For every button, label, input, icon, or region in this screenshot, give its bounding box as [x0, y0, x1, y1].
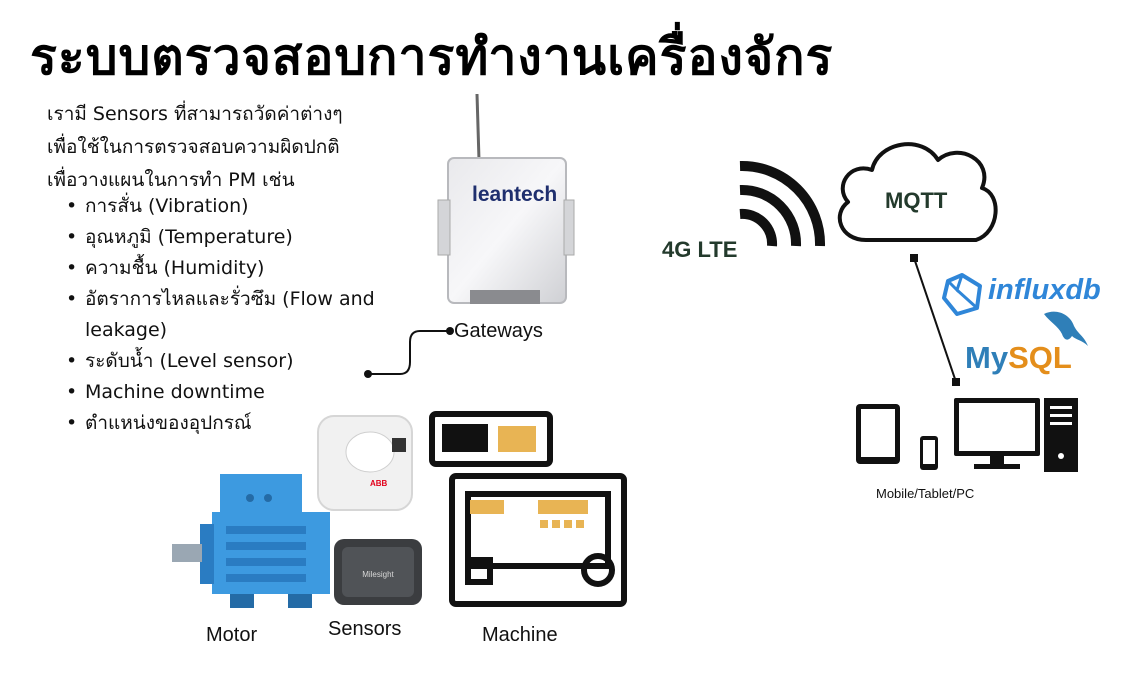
list-item: Machine downtime: [66, 377, 406, 408]
gateway-device-image: [437, 93, 575, 304]
signal-icon: [739, 160, 826, 247]
sensor-brand: ABB: [370, 479, 388, 488]
intro-line: เพื่อใช้ในการตรวจสอบความผิดปกติ: [47, 136, 340, 158]
sensor2-brand: Milesight: [362, 570, 394, 579]
client-devices-icons: [856, 398, 1078, 472]
gateway-connector: [364, 327, 454, 378]
mqtt-label: MQTT: [885, 188, 948, 213]
machine-icon: [429, 411, 627, 607]
lte-label: 4G LTE: [662, 237, 738, 262]
motor-label: Motor: [206, 624, 258, 646]
sensor-types-list: การสั่น (Vibration) อุณหภูมิ (Temperatur…: [66, 191, 406, 439]
machine-label: Machine: [482, 624, 558, 646]
intro-text: เรามี Sensors ที่สามารถวัดค่าต่างๆ เพื่อ…: [47, 98, 407, 197]
antenna: [475, 93, 481, 161]
mysql-my: My: [965, 340, 1009, 375]
mysql-logo: MySQL: [965, 340, 1072, 376]
qr-code: [392, 438, 406, 452]
list-item: อัตราการไหลและรั่วซึม (Flow and leakage): [66, 284, 406, 346]
mqtt-cloud-icon: [837, 142, 998, 242]
gateway-brand: leantech: [472, 183, 558, 206]
influxdb-label: influxdb: [988, 274, 1101, 306]
abb-sensor-image: ABB: [317, 415, 413, 511]
list-item: อุณหภูมิ (Temperature): [66, 222, 406, 253]
mysql-dolphin-icon: [1044, 311, 1088, 346]
mqtt-client-connector: [910, 254, 960, 386]
sensors-label: Sensors: [328, 618, 402, 640]
milesight-sensor-image: Milesight: [334, 539, 422, 605]
motor-icon: [172, 474, 330, 608]
mysql-sql: SQL: [1008, 340, 1072, 375]
intro-line: เรามี Sensors ที่สามารถวัดค่าต่างๆ: [47, 103, 343, 125]
list-item: ความชื้น (Humidity): [66, 253, 406, 284]
list-item: ตำแหน่งของอุปกรณ์: [66, 408, 406, 439]
list-item: ระดับน้ำ (Level sensor): [66, 346, 406, 377]
influxdb-logo-icon: [942, 273, 982, 316]
list-item: การสั่น (Vibration): [66, 191, 406, 222]
page-title: ระบบตรวจสอบการทำงานเครื่องจักร: [30, 28, 834, 86]
intro-line: เพื่อวางแผนในการทำ PM เช่น: [47, 169, 295, 191]
clients-label: Mobile/Tablet/PC: [876, 486, 975, 501]
gateway-label: Gateways: [454, 320, 543, 342]
gateway-body: [447, 157, 567, 304]
pc-tower-icon: [1044, 398, 1078, 472]
